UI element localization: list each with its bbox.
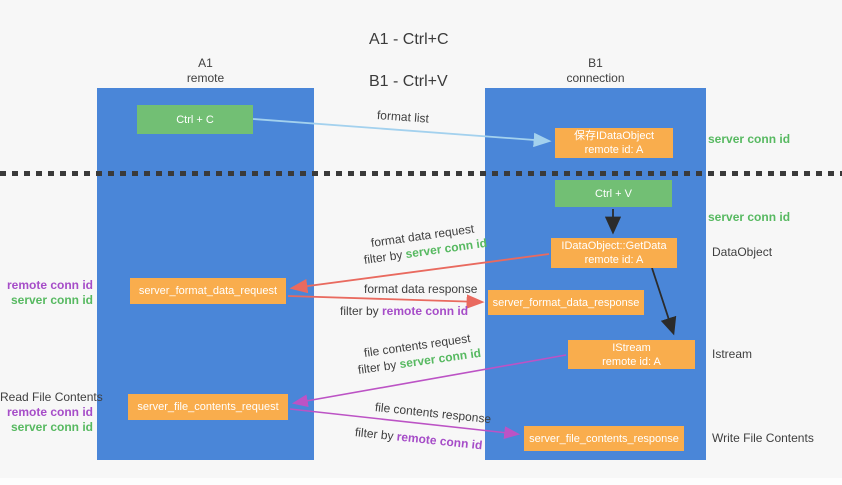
title-line-1: A1 - Ctrl+C (369, 31, 449, 48)
filter-by-text: filter by (340, 304, 383, 318)
save-idataobject-box: 保存IDataObject remote id: A (555, 128, 673, 158)
ctrl-v-label: Ctrl + V (595, 187, 632, 200)
dataobject-label: DataObject (712, 245, 773, 259)
save-idataobject-line2: remote id: A (584, 144, 644, 156)
format-data-request-arrow (289, 253, 550, 294)
read-file-contents-label: Read File Contents (0, 390, 103, 404)
lifeline-b1-header: B1 connection (485, 56, 706, 86)
server-conn-id-label-mid: server conn id (708, 210, 791, 224)
write-file-contents-label: Write File Contents (712, 431, 814, 445)
server-conn-id-label-top: server conn id (708, 132, 791, 146)
getdata-to-istream-arrow (651, 267, 677, 336)
lifeline-a1-id: A1 (198, 56, 213, 70)
getdata-line2: remote id: A (584, 254, 644, 266)
ctrl-c-label: Ctrl + C (176, 113, 214, 126)
lifeline-a1-name: remote (186, 71, 225, 85)
format-data-response-arrow (287, 294, 485, 309)
remote-conn-id-key: remote conn id (382, 304, 469, 318)
remote-conn-id-label: remote conn id (6, 405, 93, 419)
ctrl-c-box: Ctrl + C (137, 105, 253, 134)
file-contents-response-arrow (289, 408, 521, 439)
server-format-data-response-label: server_format_data_response (492, 296, 640, 309)
server-file-contents-response-label: server_file_contents_response (529, 432, 679, 445)
server-format-data-request-box: server_format_data_request (130, 278, 286, 304)
getdata-box: IDataObject::GetData remote id: A (551, 238, 677, 268)
format-data-response-label: format data response (364, 282, 478, 296)
istream-box: IStream remote id: A (568, 340, 695, 369)
ctrl-v-box: Ctrl + V (555, 180, 672, 207)
lifeline-b1-id: B1 (588, 56, 603, 70)
lifeline-a1-header: A1 remote (97, 56, 314, 86)
istream-line1: IStream (612, 341, 651, 354)
server-format-data-request-label: server_format_data_request (138, 285, 278, 297)
remote-conn-id-label: remote conn id (6, 278, 93, 292)
phase-divider-dotted-line (0, 171, 842, 176)
page-title: A1 - Ctrl+C B1 - Ctrl+V (369, 8, 449, 113)
server-conn-id-label: server conn id (10, 420, 93, 434)
lifeline-b1-name: connection (566, 71, 625, 85)
server-file-contents-request-label: server_file_contents_request (137, 401, 279, 413)
server-file-contents-request-box: server_file_contents_request (128, 394, 288, 420)
server-conn-id-label: server conn id (10, 293, 93, 307)
format-list-arrow (252, 118, 552, 148)
format-data-response-filter-label: filter by remote conn id (340, 304, 468, 318)
file-contents-request-arrow (291, 354, 567, 408)
getdata-line1: IDataObject::GetData (561, 240, 667, 252)
left-conn-ids-group-2: remote conn id server conn id (0, 405, 93, 435)
server-file-contents-response-box: server_file_contents_response (524, 426, 684, 451)
server-format-data-response-box: server_format_data_response (488, 290, 644, 315)
title-line-2: B1 - Ctrl+V (369, 73, 448, 90)
istream-line2: remote id: A (602, 355, 661, 368)
save-idataobject-line1: 保存IDataObject (573, 130, 655, 142)
bottom-strip (0, 478, 842, 485)
istream-side-label: Istream (712, 347, 753, 361)
left-conn-ids-group-1: remote conn id server conn id (0, 278, 93, 308)
